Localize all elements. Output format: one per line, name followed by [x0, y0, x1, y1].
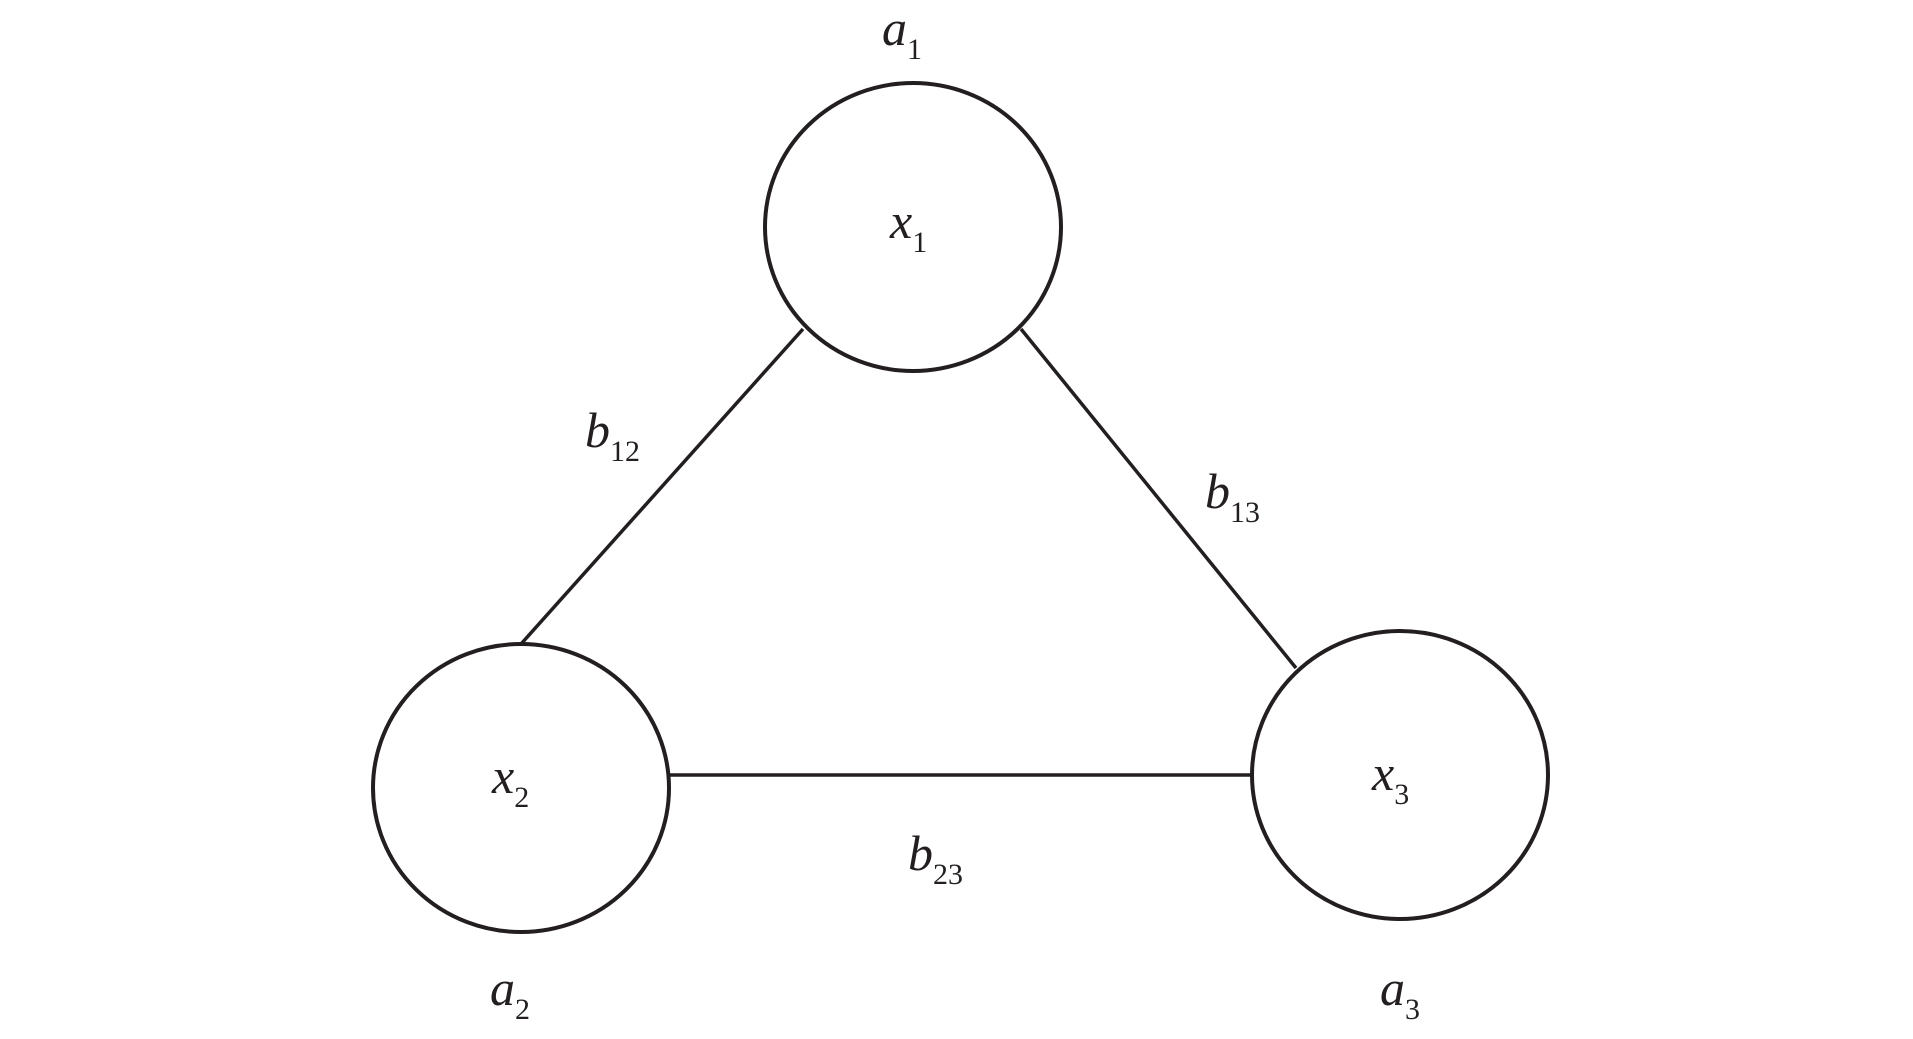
edge-label-b23: b23 [908, 825, 963, 891]
weight-label-a2: a2 [490, 960, 530, 1026]
node-x3 [1250, 629, 1550, 921]
edge-label-b12: b12 [585, 402, 640, 468]
weight-label-a1: a1 [882, 0, 922, 66]
node-label-x2: x2 [491, 748, 529, 814]
edge-label-b13: b13 [1205, 463, 1260, 529]
weight-label-a3: a3 [1380, 960, 1420, 1026]
edge-x1-x2 [519, 327, 805, 646]
node-label-x1: x1 [889, 193, 927, 259]
node-x1 [763, 81, 1063, 373]
edge-x1-x3 [1019, 327, 1298, 670]
node-label-x3: x3 [1371, 745, 1409, 811]
node-x2 [371, 642, 671, 934]
